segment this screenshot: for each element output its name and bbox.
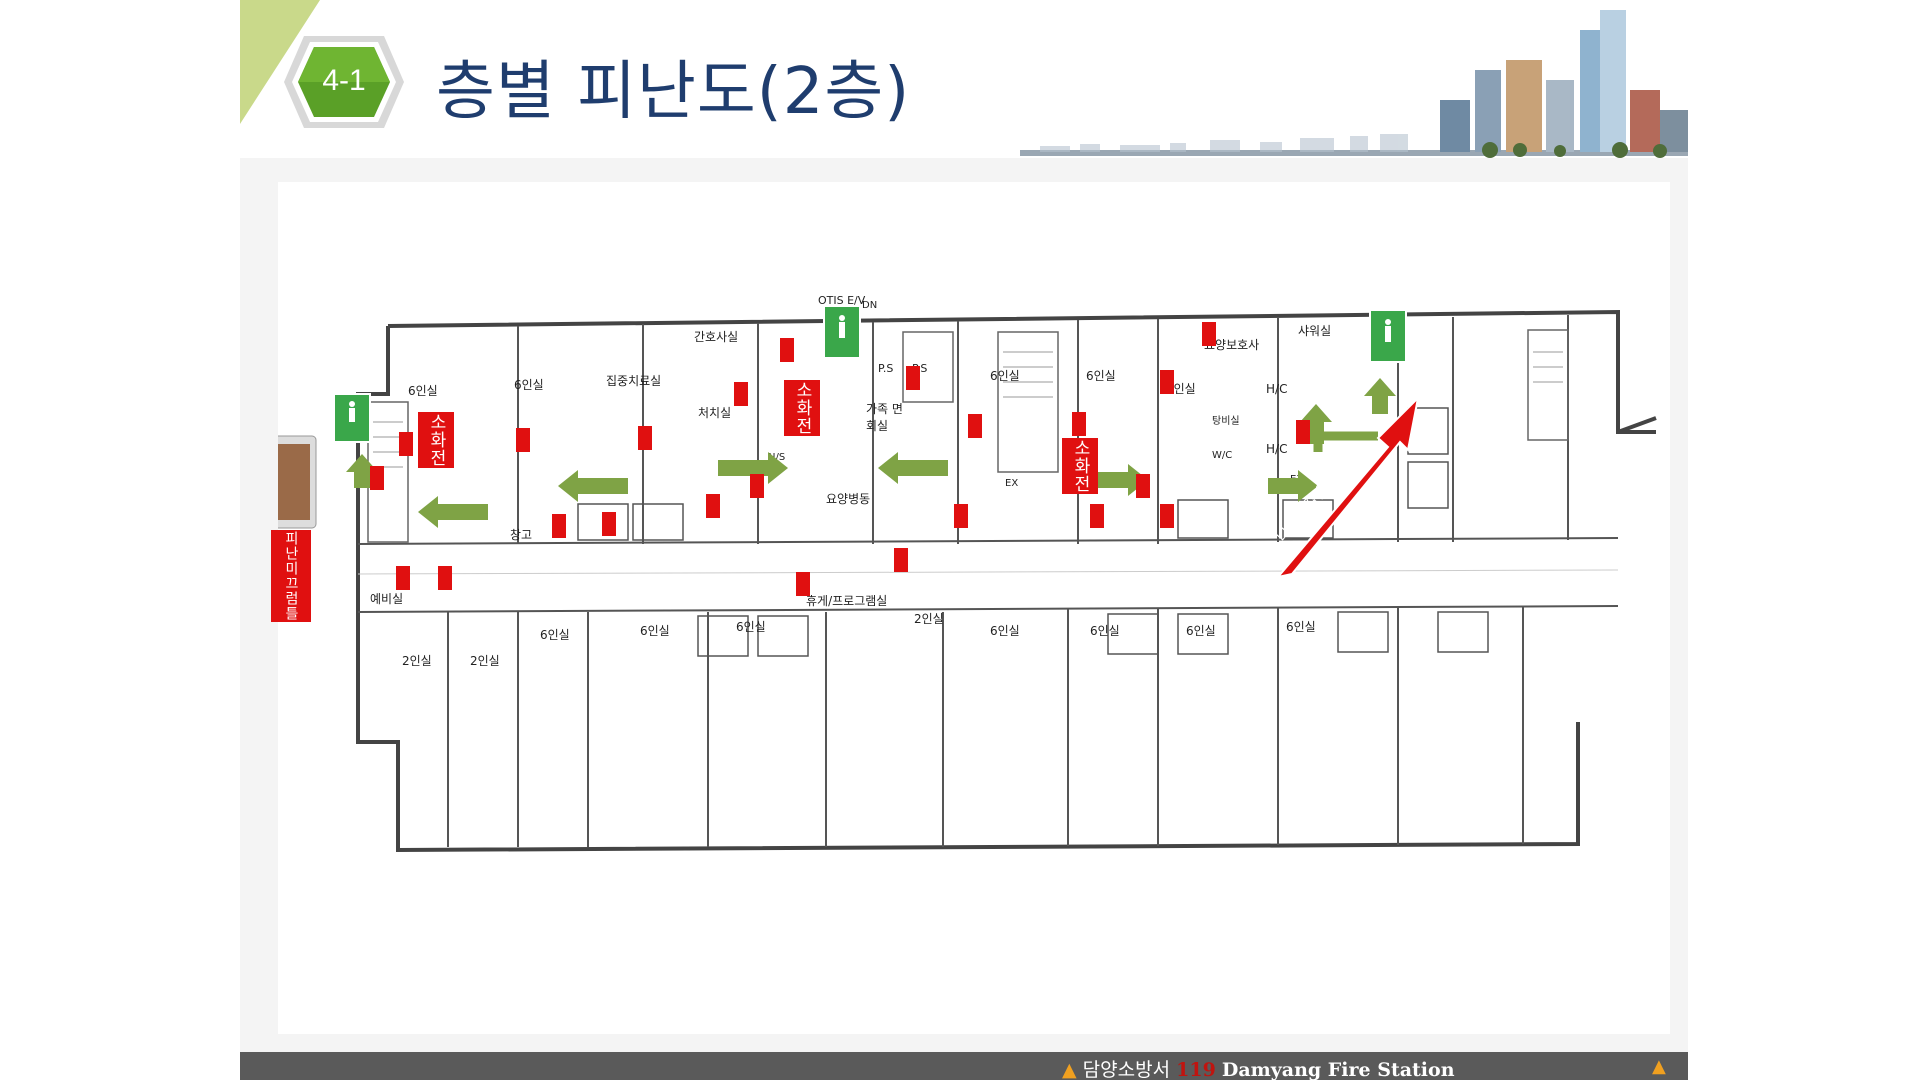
footer-bar: ▲ 담양소방서 119 Damyang Fire Station ▲ — [240, 1052, 1688, 1080]
header: 4-1 층별 피난도(2층) — [240, 0, 1688, 158]
evacuation-slide-label: 피난미끄럼틀 — [271, 530, 311, 622]
room-label: 예비실 — [370, 592, 404, 606]
room-label: W/C — [1212, 450, 1233, 461]
room-label: 2인실 — [402, 654, 432, 668]
room-label: 2인실 — [470, 654, 500, 668]
room-label: H/C — [1266, 382, 1288, 396]
room-label: 6인실 — [1090, 624, 1120, 638]
evacuation-arrows — [278, 305, 1420, 596]
room-label: 6인실 — [514, 378, 544, 392]
station-name-kr: 담양소방서 — [1082, 1059, 1171, 1080]
hydrant-label: 소화전 — [784, 380, 820, 436]
room-label: 6인실 — [640, 624, 670, 638]
room-label: 2인실 — [914, 612, 944, 626]
room-label: 6인실 — [1186, 624, 1216, 638]
floor-plan-canvas: 6인실 6인실 집중치료실 간호사실 처치실 가족 면회실 6인실 6인실 2인… — [271, 182, 1670, 1034]
page-title: 층별 피난도(2층) — [436, 55, 911, 129]
nurse-station-mark: N/S — [768, 452, 786, 463]
room-label: 간호사실 — [694, 330, 739, 344]
city-skyline-image — [1020, 10, 1688, 158]
room-label: 6인실 — [1086, 369, 1116, 383]
section-badge: 4-1 — [284, 34, 404, 130]
room-label: H/C — [1266, 442, 1288, 456]
elevator-label: OTIS E/V — [818, 294, 866, 307]
room-label: 창고 — [510, 528, 533, 542]
room-label: 처치실 — [698, 406, 732, 420]
stair-down-label: DN — [862, 300, 878, 311]
room-label: 6인실 — [1286, 620, 1316, 634]
station-number: 119 — [1176, 1059, 1216, 1080]
footer-station: ▲ 담양소방서 119 Damyang Fire Station — [1062, 1055, 1455, 1080]
corridor-label: 요양병동 — [826, 492, 871, 506]
room-label: 6인실 — [990, 369, 1020, 383]
room-label: 요양보호사 — [1204, 338, 1260, 352]
exit-mark: EX — [1005, 478, 1019, 489]
room-label: 집중치료실 — [606, 374, 662, 388]
room-label: 6인실 — [990, 624, 1020, 638]
hydrant-label: 소화전 — [418, 412, 454, 468]
flame-icon: ▲ — [1062, 1059, 1077, 1080]
room-label: 탕비실 — [1212, 416, 1240, 427]
room-label: 가족 면회실 — [866, 402, 903, 433]
hydrant-label: 소화전 — [1062, 438, 1098, 494]
room-label: 휴게/프로그램실 — [806, 594, 888, 608]
room-label: 6인실 — [540, 628, 570, 642]
room-label: 6인실 — [408, 384, 438, 398]
flame-icon: ▲ — [1652, 1056, 1666, 1077]
badge-number: 4-1 — [322, 64, 366, 97]
room-label: 샤워실 — [1298, 324, 1332, 338]
station-name-en: Damyang Fire Station — [1221, 1059, 1455, 1080]
shaft-label: P.S — [878, 362, 894, 375]
slide: 4-1 층별 피난도(2층) — [240, 0, 1688, 1080]
room-label: 6인실 — [736, 620, 766, 634]
